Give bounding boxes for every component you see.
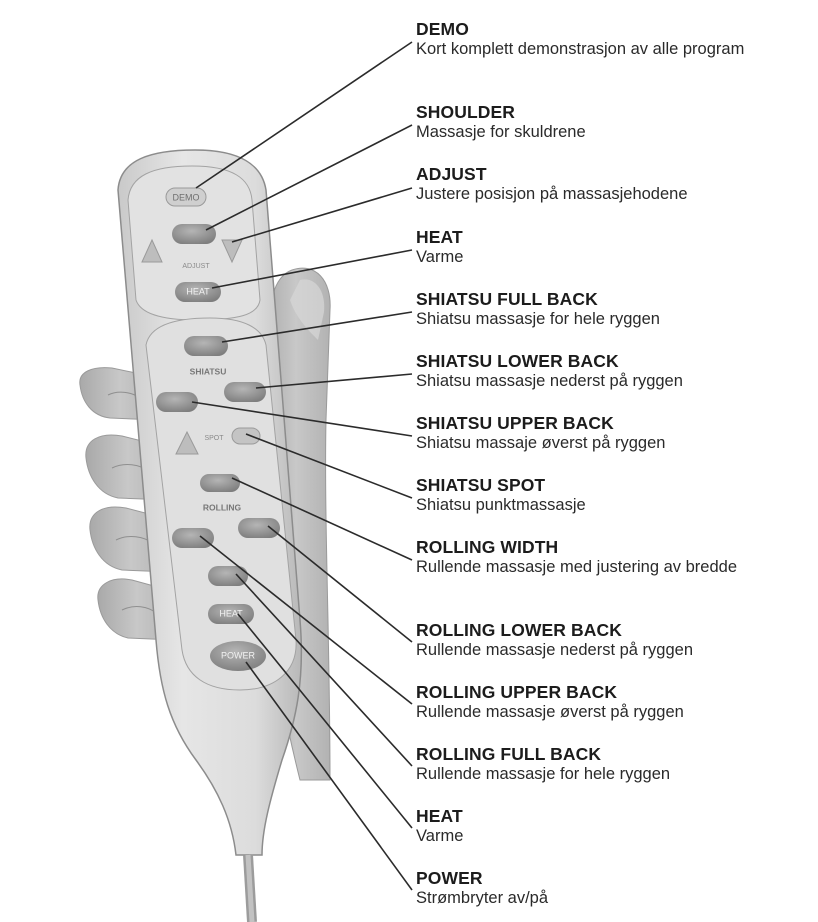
callout-title: ROLLING WIDTH — [416, 538, 816, 557]
callout-description: Kort komplett demonstrasjon av alle prog… — [416, 39, 746, 59]
callout-shiatsu-spot: SHIATSU SPOT Shiatsu punktmassasje — [416, 476, 816, 515]
callout-rolling-full-back: ROLLING FULL BACK Rullende massasje for … — [416, 745, 816, 784]
callout-title: DEMO — [416, 20, 816, 39]
callout-title: SHIATSU LOWER BACK — [416, 352, 816, 371]
callout-rolling-width: ROLLING WIDTH Rullende massasje med just… — [416, 538, 816, 577]
callout-description: Massasje for skuldrene — [416, 122, 816, 142]
callout-description: Shiatsu massasje for hele ryggen — [416, 309, 816, 329]
callout-demo: DEMO Kort komplett demonstrasjon av alle… — [416, 20, 816, 59]
callout-description: Shiatsu punktmassasje — [416, 495, 816, 515]
callout-title: SHOULDER — [416, 103, 816, 122]
callout-shiatsu-upper-back: SHIATSU UPPER BACK Shiatsu massaje øvers… — [416, 414, 816, 453]
callout-rolling-lower-back: ROLLING LOWER BACK Rullende massasje ned… — [416, 621, 816, 660]
callout-description: Rullende massasje øverst på ryggen — [416, 702, 816, 722]
callout-description: Varme — [416, 826, 816, 846]
callout-title: HEAT — [416, 228, 816, 247]
callout-title: ROLLING FULL BACK — [416, 745, 816, 764]
callout-title: SHIATSU FULL BACK — [416, 290, 816, 309]
callout-shiatsu-lower-back: SHIATSU LOWER BACK Shiatsu massasje nede… — [416, 352, 816, 391]
callout-description: Justere posisjon på massasjehodene — [416, 184, 816, 204]
callout-title: SHIATSU UPPER BACK — [416, 414, 816, 433]
callout-shiatsu-full-back: SHIATSU FULL BACK Shiatsu massasje for h… — [416, 290, 816, 329]
callout-description: Rullende massasje for hele ryggen — [416, 764, 816, 784]
callout-title: ROLLING LOWER BACK — [416, 621, 816, 640]
callout-title: HEAT — [416, 807, 816, 826]
callout-description: Rullende massasje nederst på ryggen — [416, 640, 816, 660]
callout-title: ROLLING UPPER BACK — [416, 683, 816, 702]
callout-title: POWER — [416, 869, 816, 888]
callout-title: SHIATSU SPOT — [416, 476, 816, 495]
callout-shoulder: SHOULDER Massasje for skuldrene — [416, 103, 816, 142]
callout-title: ADJUST — [416, 165, 816, 184]
callout-heat-top: HEAT Varme — [416, 228, 816, 267]
callout-heat-bottom: HEAT Varme — [416, 807, 816, 846]
callout-adjust: ADJUST Justere posisjon på massasjehoden… — [416, 165, 816, 204]
callout-description: Varme — [416, 247, 816, 267]
callout-description: Strømbryter av/på — [416, 888, 816, 908]
callout-description: Shiatsu massaje øverst på ryggen — [416, 433, 816, 453]
callout-rolling-upper-back: ROLLING UPPER BACK Rullende massasje øve… — [416, 683, 816, 722]
callout-description: Shiatsu massasje nederst på ryggen — [416, 371, 816, 391]
callout-description: Rullende massasje med justering av bredd… — [416, 557, 746, 577]
callout-power: POWER Strømbryter av/på — [416, 869, 816, 908]
